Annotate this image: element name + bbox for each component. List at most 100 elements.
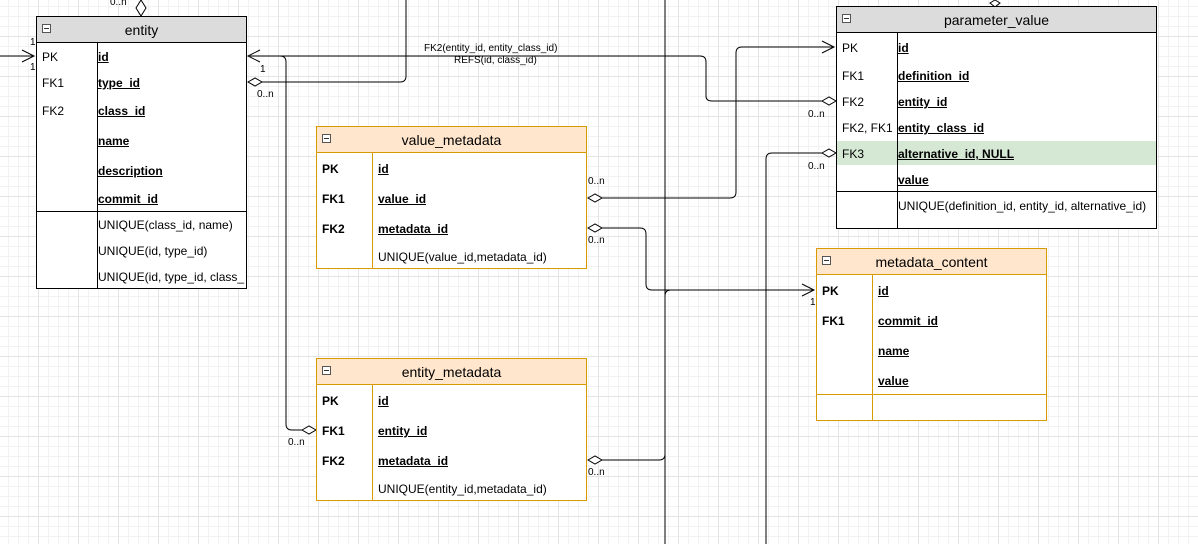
field-name: id bbox=[378, 162, 389, 176]
key-label: PK bbox=[322, 394, 339, 408]
collapse-icon[interactable] bbox=[322, 134, 331, 143]
field-name: type_id bbox=[98, 76, 141, 90]
label-0n-vm-metadata: 0..n bbox=[588, 235, 605, 246]
label-1-mc: 1 bbox=[810, 297, 816, 308]
label-0n-em-metadata: 0..n bbox=[588, 467, 605, 478]
metadata-content-header[interactable]: metadata_content bbox=[817, 249, 1046, 275]
field-name: metadata_id bbox=[378, 454, 449, 468]
key-label: PK bbox=[322, 162, 339, 176]
highlighted-row bbox=[837, 141, 1156, 165]
table-title: entity_metadata bbox=[401, 364, 502, 380]
field-name: class_id bbox=[98, 104, 146, 118]
field-name: id bbox=[878, 284, 889, 298]
entity-metadata-table[interactable]: entity_metadata PK id FK1 entity_id FK2 … bbox=[316, 358, 587, 501]
label-1-left-b: 1 bbox=[30, 62, 36, 73]
label-0n-type: 0..n bbox=[257, 89, 274, 100]
field-name: metadata_id bbox=[378, 222, 449, 236]
value-metadata-header[interactable]: value_metadata bbox=[317, 127, 586, 153]
field-name: name bbox=[98, 134, 130, 148]
link-pv-alt bbox=[765, 152, 822, 544]
arrow-mc-id bbox=[801, 283, 816, 297]
column-divider bbox=[97, 43, 98, 288]
link-vm-mc bbox=[602, 227, 814, 291]
link-em-mc bbox=[602, 289, 672, 461]
key-label: FK1 bbox=[42, 76, 65, 90]
key-label: FK1 bbox=[822, 314, 845, 328]
label-1-left-a: 1 bbox=[30, 37, 36, 48]
key-label: FK1 bbox=[322, 424, 345, 438]
label-fk2-refs-1: FK2(entity_id, entity_class_id) bbox=[424, 43, 558, 54]
value-metadata-table[interactable]: value_metadata PK id FK1 value_id FK2 me… bbox=[316, 126, 587, 269]
key-label: PK bbox=[42, 50, 59, 64]
diamond-entity-type bbox=[246, 77, 264, 87]
label-0n-em-entity: 0..n bbox=[288, 437, 305, 448]
section-divider bbox=[817, 394, 1046, 395]
label-0n-top: 0..n bbox=[110, 0, 127, 8]
diamond-em-entity bbox=[300, 425, 318, 435]
entity-header[interactable]: entity bbox=[37, 17, 246, 43]
constraint: UNIQUE(definition_id, entity_id, alterna… bbox=[898, 199, 1147, 213]
column-divider bbox=[897, 33, 898, 228]
column-divider bbox=[372, 153, 373, 268]
parameter-value-header[interactable]: parameter_value bbox=[837, 7, 1156, 33]
field-name: entity_class_id bbox=[898, 121, 985, 135]
field-name: id bbox=[98, 50, 109, 64]
entity-table[interactable]: entity PK id FK1 type_id FK2 class_id na… bbox=[36, 16, 247, 289]
field-name: entity_id bbox=[898, 95, 948, 109]
constraint: UNIQUE(id, type_id) bbox=[98, 244, 208, 258]
diamond-pv-alt bbox=[820, 148, 838, 158]
field-name: value bbox=[878, 374, 909, 388]
diamond-vm-value bbox=[586, 193, 604, 203]
arrow-entity-id bbox=[246, 49, 261, 63]
section-divider bbox=[837, 191, 1156, 192]
constraint: UNIQUE(id, type_id, class_ bbox=[98, 270, 245, 284]
metadata-content-table[interactable]: metadata_content PK id FK1 commit_id nam… bbox=[816, 248, 1047, 421]
entity-metadata-header[interactable]: entity_metadata bbox=[317, 359, 586, 385]
collapse-icon[interactable] bbox=[842, 14, 851, 23]
diamond-vm-metadata bbox=[586, 223, 604, 233]
key-label: FK3 bbox=[842, 147, 865, 161]
arrow-left-entity bbox=[21, 49, 36, 63]
label-1-type: 1 bbox=[260, 64, 266, 75]
column-divider bbox=[372, 385, 373, 500]
collapse-icon[interactable] bbox=[822, 256, 831, 265]
constraint: UNIQUE(class_id, name) bbox=[98, 218, 233, 232]
link-pv-entity bbox=[250, 55, 822, 102]
key-label: FK2 bbox=[842, 95, 865, 109]
constraint: UNIQUE(entity_id,metadata_id) bbox=[378, 482, 547, 496]
table-title: metadata_content bbox=[875, 254, 988, 270]
field-name: value bbox=[898, 173, 929, 187]
key-label: FK2 bbox=[322, 222, 345, 236]
section-divider bbox=[37, 211, 246, 212]
key-label: PK bbox=[842, 41, 859, 55]
field-name: definition_id bbox=[898, 69, 970, 83]
table-title: parameter_value bbox=[943, 12, 1050, 28]
label-fk2-refs-2: REFS(id, class_id) bbox=[454, 55, 537, 66]
collapse-icon[interactable] bbox=[322, 366, 331, 375]
diamond-entity-top bbox=[135, 0, 147, 17]
key-label: FK1 bbox=[842, 69, 865, 83]
diamond-em-metadata bbox=[586, 455, 604, 465]
key-label: FK2 bbox=[322, 454, 345, 468]
parameter-value-table[interactable]: parameter_value PK id FK1 definition_id … bbox=[836, 6, 1157, 229]
key-label: PK bbox=[822, 284, 839, 298]
column-divider bbox=[872, 275, 873, 420]
field-name: entity_id bbox=[378, 424, 428, 438]
key-label: FK2, FK1 bbox=[842, 121, 893, 135]
key-label: FK1 bbox=[322, 192, 345, 206]
field-name: commit_id bbox=[878, 314, 939, 328]
table-title: entity bbox=[124, 22, 159, 38]
arrow-pv-id bbox=[821, 40, 836, 54]
field-name: description bbox=[98, 164, 163, 178]
table-title: value_metadata bbox=[401, 132, 502, 148]
collapse-icon[interactable] bbox=[42, 24, 51, 33]
key-label: FK2 bbox=[42, 104, 65, 118]
link-vm-pv bbox=[602, 46, 834, 199]
field-name: value_id bbox=[378, 192, 427, 206]
field-name: name bbox=[878, 344, 910, 358]
link-em-entity bbox=[250, 55, 302, 431]
field-name: alternative_id, NULL bbox=[898, 147, 1015, 161]
field-name: commit_id bbox=[98, 192, 159, 206]
label-0n-vm-value: 0..n bbox=[588, 176, 605, 187]
